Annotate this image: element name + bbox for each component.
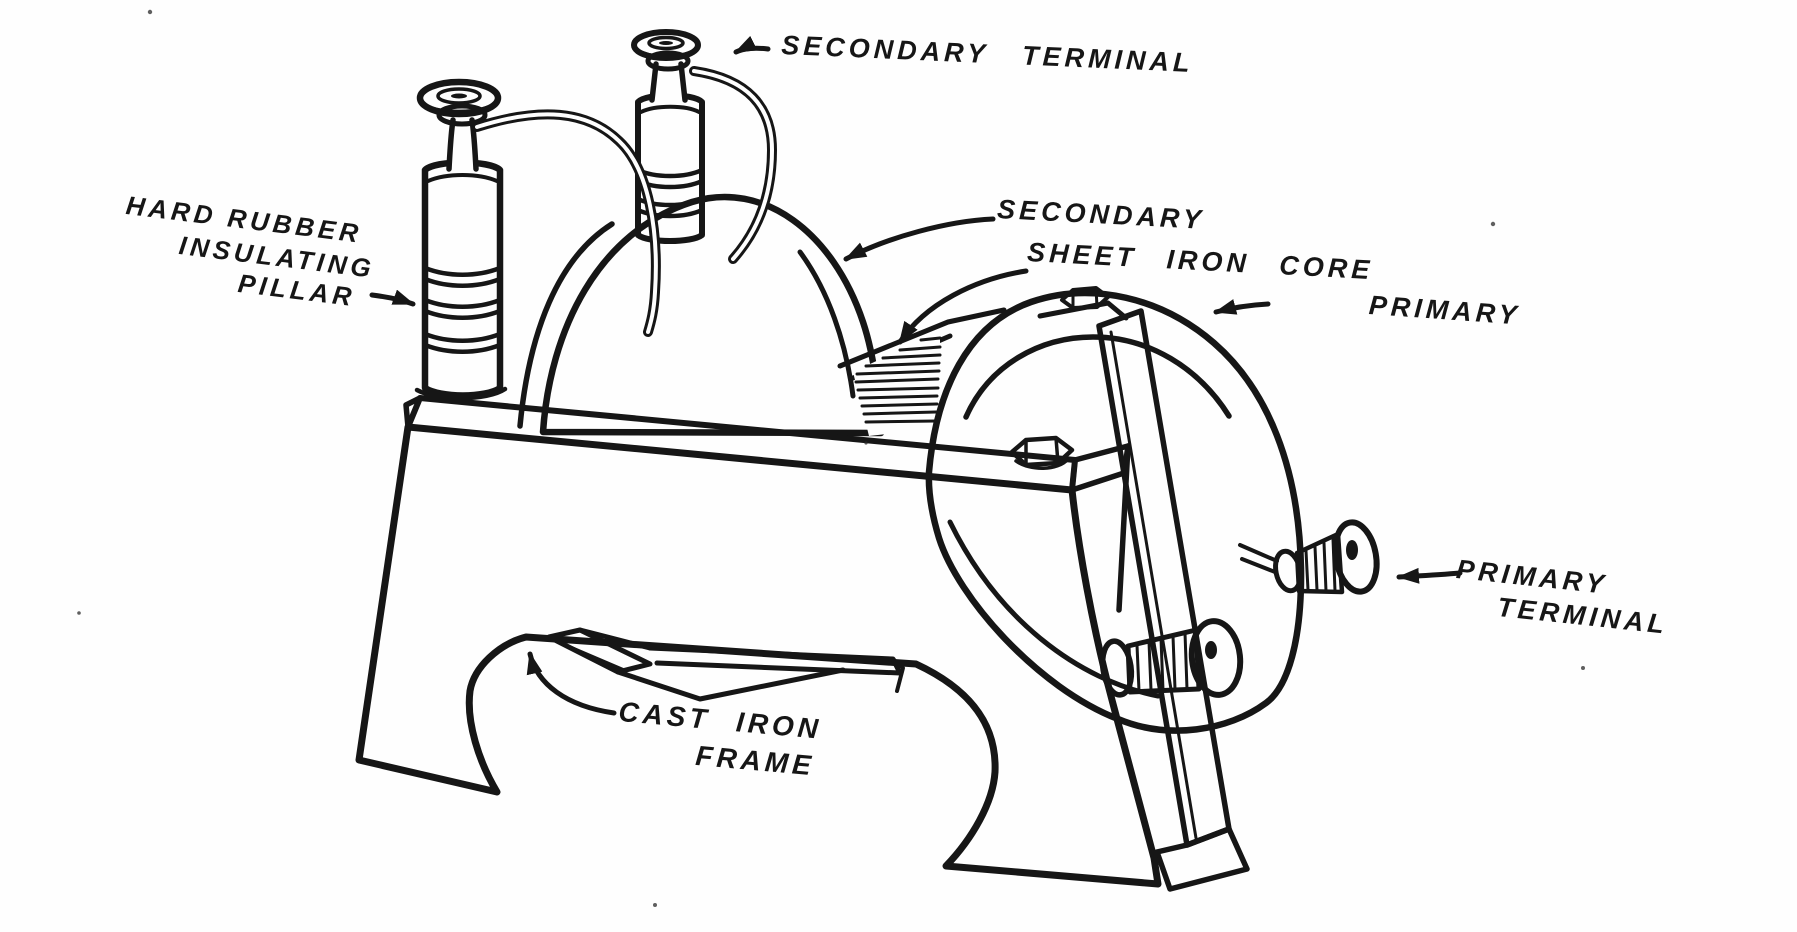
sheet-iron-core-arrow [897,268,1029,345]
primary-arrow [1213,299,1271,315]
cast-iron-frame-arrow [526,651,617,716]
pillar-bands [422,265,503,354]
core-laminations [854,336,942,424]
cast-iron-frame [355,395,1162,888]
secondary-arrow [843,216,996,262]
support-bracket [1060,286,1250,892]
hex-bolt-top [1060,286,1110,310]
bracket-foot [1154,826,1250,892]
secondary-lead-wires [472,66,777,337]
scan-speckles [77,9,1585,907]
sheet-iron-core [853,331,942,436]
secondary-terminal-arrow [733,35,771,55]
hex-bolt-rail [1009,435,1075,470]
arch-opening-detail [546,627,905,702]
primary-terminal-knob-lower [1099,618,1244,698]
pointer-arrows [369,35,1463,716]
primary-terminal-arrow [1396,567,1463,584]
secondary-terminal-knob-front [416,78,502,118]
frame-top-rail [405,395,1078,493]
frame-front-face [355,423,1162,888]
primary-terminal-knob [1238,519,1380,595]
pillar-arrow [369,289,416,307]
hard-rubber-insulating-pillar [414,78,508,401]
secondary-terminal-knob-rear [631,29,701,61]
